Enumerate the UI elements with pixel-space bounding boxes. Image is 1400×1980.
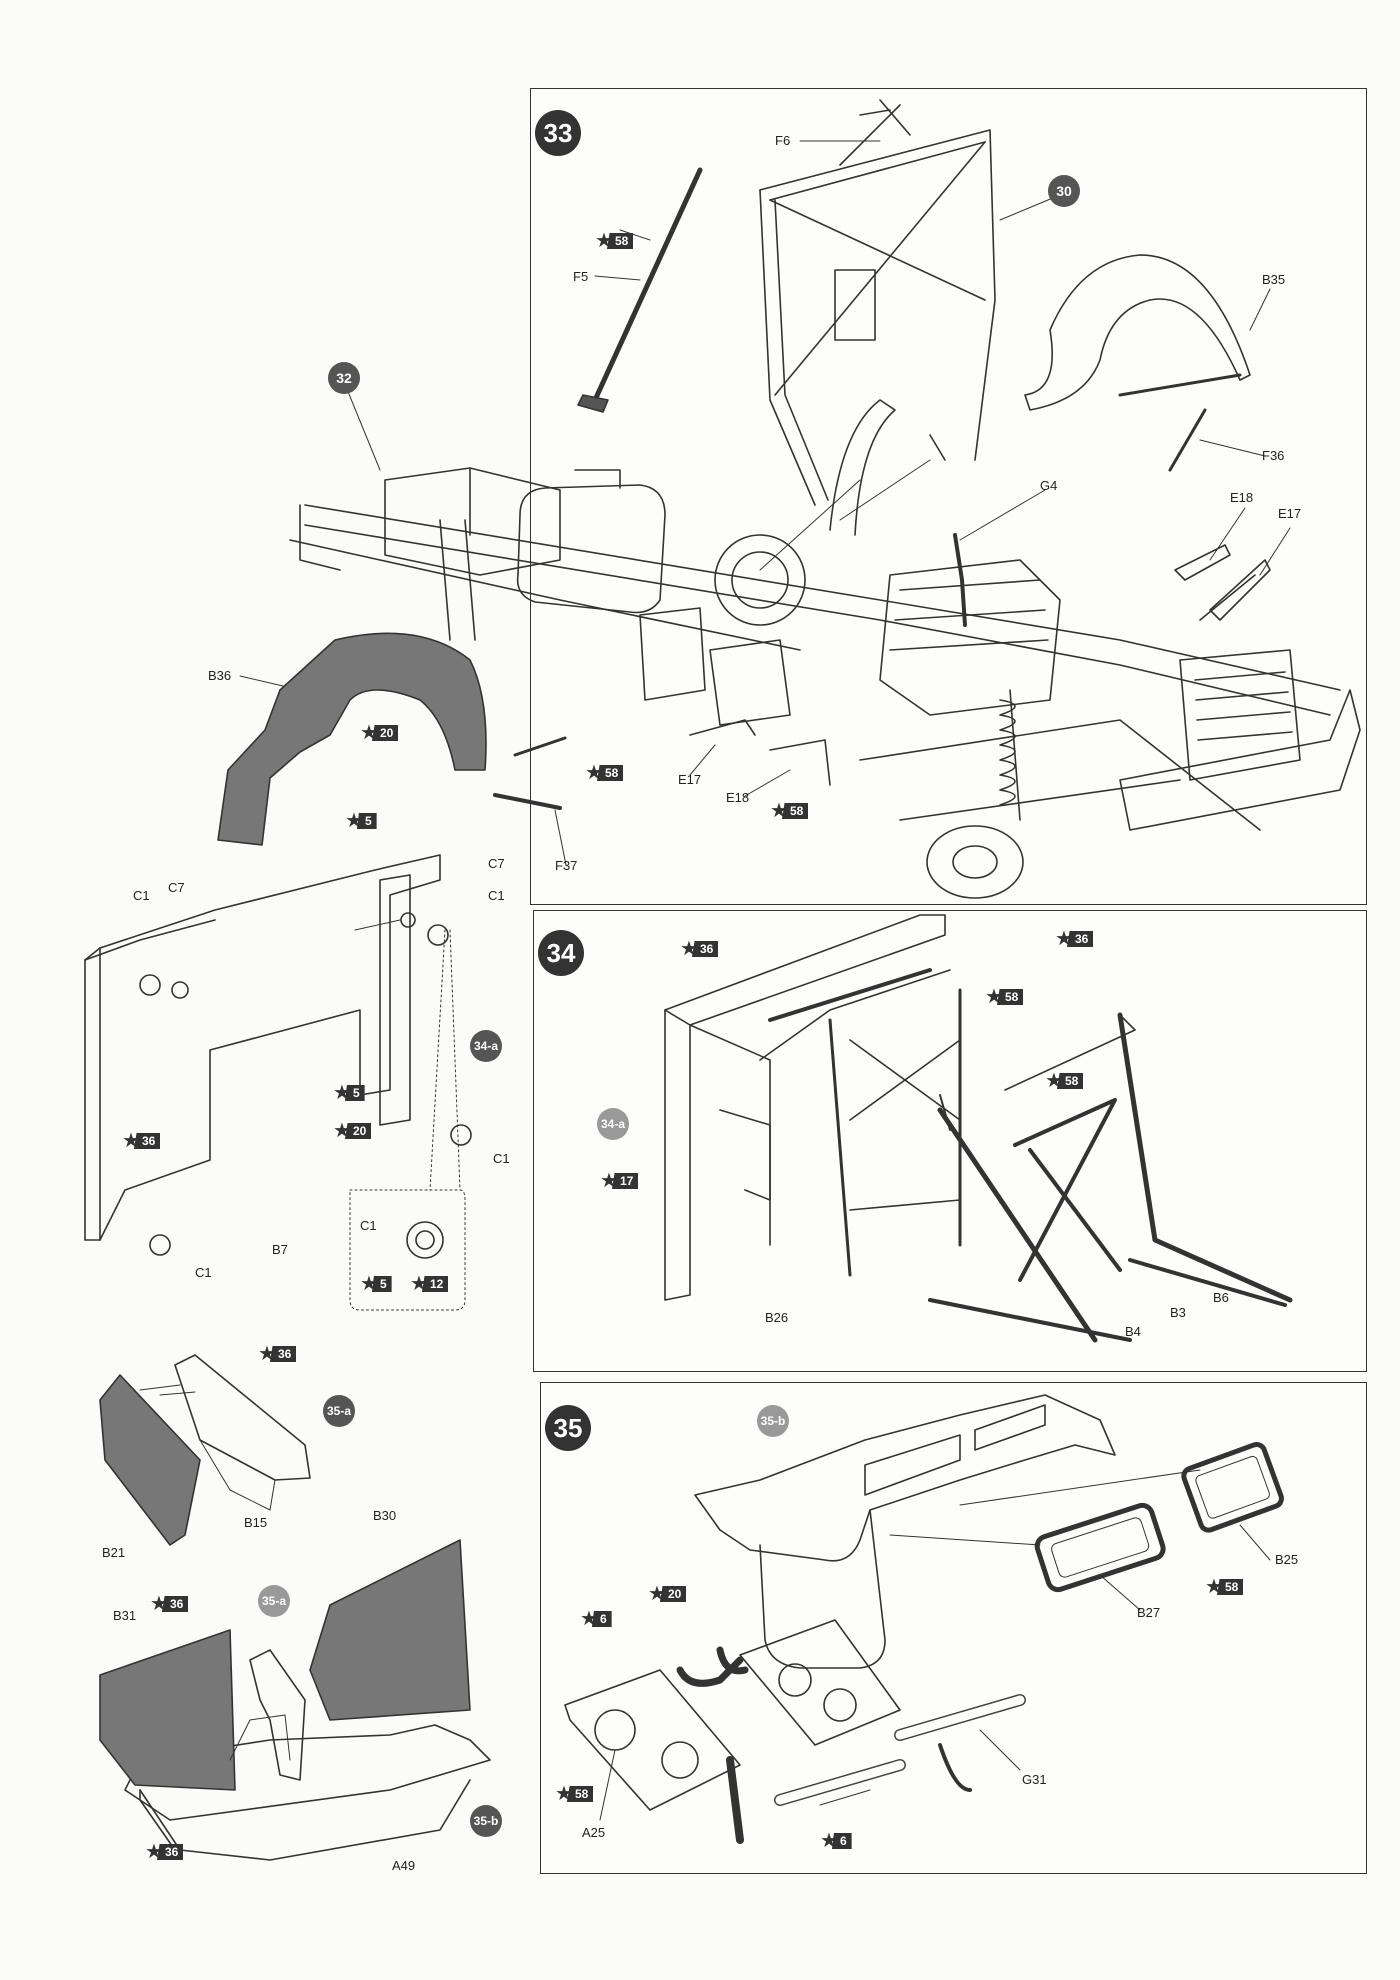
leader-lines-33 (239, 140, 1291, 866)
part-label: B26 (765, 1310, 789, 1325)
chassis-assembly (289, 399, 1361, 899)
part-label: E17 (1278, 506, 1302, 521)
paint-callout: ★36 (122, 1131, 161, 1151)
part-label: C7 (168, 880, 185, 895)
paint-callout: ★6 (580, 1609, 612, 1629)
part-label: E17 (678, 772, 702, 787)
paint-callout: ★17 (600, 1171, 639, 1191)
ref-step-35a-inline: 35-a (258, 1585, 290, 1617)
paint-callout: ★36 (1055, 929, 1094, 949)
part-label: B15 (244, 1515, 268, 1530)
panel-34a (84, 854, 472, 1256)
paint-callout: ★5 (360, 1274, 392, 1294)
part-label: C1 (133, 888, 150, 903)
part-label: B36 (208, 668, 232, 683)
paint-callout: ★12 (410, 1274, 449, 1294)
paint-callout: ★58 (585, 763, 624, 783)
leader-lines-35 (599, 1469, 1271, 1821)
ref-step-32: 32 (328, 362, 360, 394)
paint-callout: ★36 (150, 1594, 189, 1614)
part-label: B31 (113, 1608, 137, 1623)
part-label: B21 (102, 1545, 126, 1560)
paint-callout: ★58 (1045, 1071, 1084, 1091)
step-number-35: 35 (545, 1405, 591, 1451)
part-label: B30 (373, 1508, 397, 1523)
part-label: F5 (573, 269, 589, 284)
part-label: C1 (360, 1218, 377, 1233)
part-label: F6 (775, 133, 791, 148)
step-35-body (564, 1394, 1284, 1844)
part-label: A25 (582, 1825, 606, 1840)
ref-step-35b-side: 35-b (470, 1805, 502, 1837)
part-label: B7 (272, 1242, 288, 1257)
part-label: F36 (1262, 448, 1285, 463)
paint-callout: ★36 (258, 1344, 297, 1364)
ref-step-34a-side: 34-a (470, 1030, 502, 1062)
paint-callout: ★58 (595, 231, 634, 251)
ref-step-30: 30 (1048, 175, 1080, 207)
paint-callout: ★6 (820, 1831, 852, 1851)
part-label: C1 (493, 1151, 510, 1166)
paint-callout: ★5 (345, 811, 377, 831)
part-label: E18 (726, 790, 750, 805)
paint-callout: ★5 (333, 1083, 365, 1103)
part-label: C7 (488, 856, 505, 871)
part-label: G31 (1022, 1772, 1047, 1787)
paint-callout: ★20 (360, 723, 399, 743)
step-number-34: 34 (538, 930, 584, 976)
paint-callout: ★36 (680, 939, 719, 959)
part-label: G4 (1040, 478, 1058, 493)
paint-callout: ★58 (1205, 1577, 1244, 1597)
paint-callout: ★58 (985, 987, 1024, 1007)
ref-step-35b-inline: 35-b (757, 1405, 789, 1437)
part-label: B3 (1170, 1305, 1186, 1320)
paint-callout: ★36 (145, 1842, 184, 1862)
part-label: E18 (1230, 490, 1254, 505)
step-33-panel (530, 88, 1367, 905)
paint-callout: ★58 (770, 801, 809, 821)
roll-cage-f6 (759, 99, 996, 506)
step-35-panel (540, 1382, 1367, 1874)
step-number-33: 33 (535, 110, 581, 156)
part-label: B35 (1262, 272, 1286, 287)
part-label: A49 (392, 1858, 416, 1873)
step-34-panel (533, 910, 1367, 1372)
part-label: F37 (555, 858, 578, 873)
part-label: B4 (1125, 1324, 1141, 1339)
paint-callout: ★20 (648, 1584, 687, 1604)
part-label: B6 (1213, 1290, 1229, 1305)
paint-callout: ★58 (555, 1784, 594, 1804)
part-label: B25 (1275, 1552, 1299, 1567)
ref-step-34a-inline: 34-a (597, 1108, 629, 1140)
part-label: C1 (195, 1265, 212, 1280)
ref-step-35a-side: 35-a (323, 1395, 355, 1427)
paint-callout: ★20 (333, 1121, 372, 1141)
part-label: C1 (488, 888, 505, 903)
step-34-frame (664, 914, 1293, 1343)
part-label: B27 (1137, 1605, 1161, 1620)
